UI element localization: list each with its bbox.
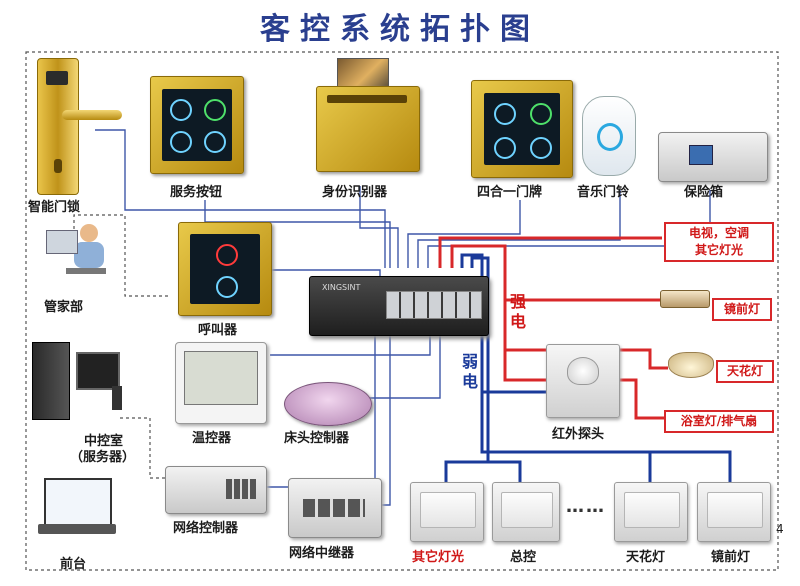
lock-keyhole-icon <box>54 159 62 173</box>
wire-repeater <box>380 320 391 506</box>
master-switch <box>492 482 560 542</box>
clean-room-icon <box>204 98 227 121</box>
mirror-light-fixture-icon <box>660 290 710 308</box>
do-not-disturb-icon <box>170 98 193 121</box>
ceiling-light-fixture-icon <box>668 352 714 378</box>
wire-service-button <box>204 200 391 268</box>
strong-to-tv-ac <box>438 236 662 268</box>
strong-current-label: 强电 <box>510 292 527 331</box>
network-controller-label: 网络控制器 <box>173 521 239 536</box>
call-unit-panel <box>178 222 272 316</box>
wire-id-reader <box>359 186 399 268</box>
wire-thermostat <box>270 330 431 356</box>
id-reader-device <box>316 86 420 172</box>
page-mark: 4 <box>776 522 784 536</box>
thermostat-label: 温控器 <box>192 431 232 446</box>
other-lights-switch <box>410 482 484 542</box>
id-reader-label: 身份识别器 <box>322 185 388 200</box>
doorplate-label: 四合一门牌 <box>477 185 543 200</box>
safe-keypad-icon <box>689 145 713 165</box>
weak-to-master <box>488 460 522 482</box>
diagram-title: 客控系统拓扑图 <box>260 12 540 47</box>
music-doorbell-label: 音乐门铃 <box>577 185 630 200</box>
front-desk-laptop-icon <box>38 478 116 538</box>
weak-to-mirror <box>650 450 732 482</box>
wire-smart-lock <box>95 129 386 268</box>
service-button-label: 服务按钮 <box>170 185 223 200</box>
service-button-panel <box>150 76 244 174</box>
doorbell-wave-icon <box>597 123 623 151</box>
ceiling-light-box: 天花灯 <box>716 360 774 383</box>
housekeeping-person-icon <box>46 224 116 286</box>
strong-to-bath <box>503 350 668 420</box>
control-room-server-icon <box>32 342 122 420</box>
clean-indicator-icon <box>530 102 552 125</box>
dnd-indicator-icon <box>530 136 552 159</box>
mirror-light-switch <box>697 482 771 542</box>
weak-to-other-lights <box>444 256 490 482</box>
hourglass-icon <box>216 276 239 299</box>
id-reader-slot <box>327 95 407 103</box>
ir-sensor-device <box>546 344 620 418</box>
doorbell-icon <box>494 102 516 125</box>
weak-to-ir <box>460 253 546 394</box>
safe-label: 保险箱 <box>684 185 724 200</box>
control-room-sub-label: （服务器） <box>70 450 136 465</box>
room-number-icon <box>494 136 516 159</box>
more-switches-ellipsis: …… <box>566 496 606 517</box>
bath-light-box: 浴室灯/排气扇 <box>664 410 774 433</box>
door-handle-icon <box>62 110 122 120</box>
weak-to-ceiling <box>480 392 652 482</box>
strong-to-mirror <box>450 244 660 302</box>
ir-lens-icon <box>567 357 599 385</box>
ceiling-light-switch <box>614 482 688 542</box>
mirror-light-switch-label: 镜前灯 <box>711 550 751 565</box>
call-unit-label: 呼叫器 <box>198 323 238 338</box>
smart-lock-label: 智能门锁 <box>28 200 81 215</box>
safe-device <box>658 132 768 182</box>
other-lights-label: 其它灯光 <box>412 550 465 565</box>
strong-to-ceiling <box>503 300 668 370</box>
front-desk-label: 前台 <box>60 557 87 572</box>
network-repeater-device <box>288 478 382 538</box>
housekeeping-label: 管家部 <box>44 300 84 315</box>
service-call-icon <box>170 130 193 153</box>
controller-port-bank <box>386 291 482 319</box>
wire-safe <box>427 190 711 268</box>
music-doorbell-device <box>582 96 636 176</box>
tv-ac-line1: 电视，空调 <box>688 226 749 240</box>
tv-ac-line2: 其它灯光 <box>694 243 743 257</box>
network-repeater-ports <box>303 499 365 517</box>
wire-bedside <box>355 330 441 399</box>
doorplate-panel <box>471 80 573 178</box>
thermostat-device <box>175 342 267 424</box>
call-icon <box>216 244 239 267</box>
bedside-controller-device <box>284 382 372 426</box>
thermostat-screen <box>184 351 258 405</box>
wire-music-doorbell <box>417 190 621 268</box>
network-controller-ports <box>226 479 256 499</box>
lock-card-slot-icon <box>46 71 68 85</box>
tv-ac-box: 电视，空调 其它灯光 <box>664 222 774 262</box>
controller-brand: XINGSINT <box>322 283 361 292</box>
weak-current-label: 弱电 <box>462 352 479 391</box>
laundry-icon <box>204 130 227 153</box>
bedside-controller-label: 床头控制器 <box>284 431 350 446</box>
smart-lock-device <box>37 58 79 195</box>
dashed-link-housekeeping <box>73 214 168 297</box>
dashed-link-control-room <box>120 417 168 479</box>
strong-current-lines <box>438 236 668 420</box>
ceiling-light-switch-label: 天花灯 <box>626 550 666 565</box>
network-controller-device <box>165 466 267 514</box>
network-repeater-label: 网络中继器 <box>289 546 355 561</box>
wire-doorplate <box>407 200 521 268</box>
mirror-light-box: 镜前灯 <box>712 298 772 321</box>
control-room-label: 中控室 <box>84 434 124 449</box>
master-switch-label: 总控 <box>510 550 537 565</box>
ir-sensor-label: 红外探头 <box>552 427 605 442</box>
weak-current-lines <box>444 253 732 482</box>
room-controller-device: XINGSINT <box>309 276 489 336</box>
